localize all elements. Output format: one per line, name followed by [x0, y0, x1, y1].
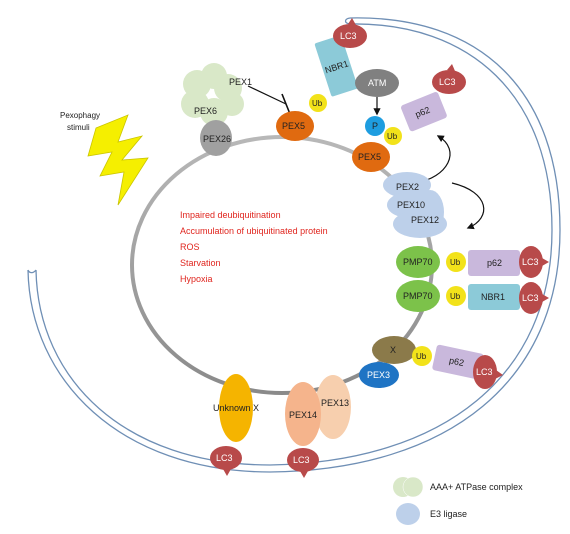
pex10-label: PEX10	[397, 200, 425, 210]
pex2-label: PEX2	[396, 182, 419, 192]
ub-icon	[446, 286, 466, 306]
lc3-label: LC3	[340, 31, 357, 41]
lc3-tail	[542, 294, 549, 302]
curved-arrow-down	[451, 182, 485, 230]
lc3-icon	[287, 448, 319, 472]
ub-icon	[384, 127, 402, 145]
e3-ligase-complex: PEX2 PEX10 PEX12	[383, 172, 447, 238]
x-label: X	[390, 345, 396, 355]
phagophore-membrane	[27, 17, 561, 473]
ub-label: Ub	[450, 258, 461, 267]
pex6-label: PEX6	[194, 106, 217, 116]
lc3-icon	[333, 24, 367, 48]
lightning-icon	[87, 114, 149, 206]
condition-item: Hypoxia	[180, 274, 213, 284]
ub-label: Ub	[387, 132, 398, 141]
lc3-icon	[519, 282, 543, 314]
pex14	[285, 382, 321, 446]
condition-item: Accumulation of ubiquitinated protein	[180, 226, 328, 236]
ub-icon	[412, 346, 432, 366]
pex5-right	[352, 142, 390, 172]
lc3-tail	[495, 370, 503, 379]
lc3-icon	[473, 355, 497, 389]
lc3-tail	[542, 258, 549, 266]
ub-label: Ub	[450, 292, 461, 301]
pex3-label: PEX3	[367, 370, 390, 380]
p62-mid-label: p62	[487, 258, 502, 268]
p62-mid	[468, 250, 520, 276]
stimuli-title-line2: stimuli	[67, 123, 90, 132]
legend-e3-label: E3 ligase	[430, 509, 467, 519]
lc3-tail	[223, 469, 231, 476]
unknown-x	[219, 374, 253, 442]
legend-e3-icon	[396, 503, 420, 525]
stimuli-title-line1: Pexophagy	[60, 111, 100, 120]
pex1-label: PEX1	[229, 77, 252, 87]
pex14-label: PEX14	[289, 410, 317, 420]
pmp70-a-label: PMP70	[403, 257, 433, 267]
legend-aaa-label: AAA+ ATPase complex	[430, 482, 523, 492]
x-protein	[372, 336, 416, 364]
lc3-tail	[348, 18, 356, 25]
stimuli-conditions-list: Impaired deubiquitination Accumulation o…	[180, 210, 328, 284]
inhibition-line	[247, 85, 287, 105]
atm-kinase	[355, 69, 399, 97]
nbr1-right-label: NBR1	[481, 292, 505, 302]
pex3	[359, 362, 399, 388]
inhibition-bar	[281, 93, 291, 115]
lc3-tail	[300, 471, 308, 478]
aaa-complex: PEX1 PEX6 PEX26	[181, 63, 252, 156]
lc3-label: LC3	[439, 77, 456, 87]
ub-label: Ub	[312, 99, 323, 108]
pex13	[315, 375, 351, 439]
lc3-icon	[519, 246, 543, 278]
ub-icon	[446, 252, 466, 272]
pex12-label: PEX12	[411, 215, 439, 225]
p62-bottom	[432, 344, 484, 380]
lc3-label: LC3	[293, 455, 310, 465]
pex5-top-label: PEX5	[282, 121, 305, 131]
legend-aaa-icon-part	[402, 476, 424, 498]
lc3-label: LC3	[476, 367, 493, 377]
unknown-x-label: Unknown X	[213, 403, 259, 413]
condition-item: Starvation	[180, 258, 221, 268]
pmp70-b	[396, 280, 440, 312]
atm-label: ATM	[368, 78, 386, 88]
condition-item: Impaired deubiquitination	[180, 210, 281, 220]
ub-label: Ub	[416, 352, 427, 361]
nbr1-right	[468, 284, 520, 310]
pex26-label: PEX26	[203, 134, 231, 144]
lc3-icon	[210, 446, 242, 470]
phosphate-icon	[365, 116, 385, 136]
lc3-label: LC3	[522, 293, 539, 303]
lc3-tail	[447, 64, 455, 71]
nbr1-top	[314, 35, 358, 97]
condition-item: ROS	[180, 242, 200, 252]
pex13-label: PEX13	[321, 398, 349, 408]
legend: AAA+ ATPase complex E3 ligase	[393, 476, 523, 525]
lc3-icon	[432, 70, 466, 94]
phosphate-label: P	[372, 121, 378, 131]
pmp70-b-label: PMP70	[403, 291, 433, 301]
ub-icon	[309, 94, 327, 112]
pmp70-a	[396, 246, 440, 278]
lc3-label: LC3	[216, 453, 233, 463]
p62-bottom-label: p62	[448, 355, 465, 368]
pex5-top	[276, 111, 314, 141]
lc3-label: LC3	[522, 257, 539, 267]
pex5-right-label: PEX5	[358, 152, 381, 162]
p62-top	[401, 92, 447, 132]
